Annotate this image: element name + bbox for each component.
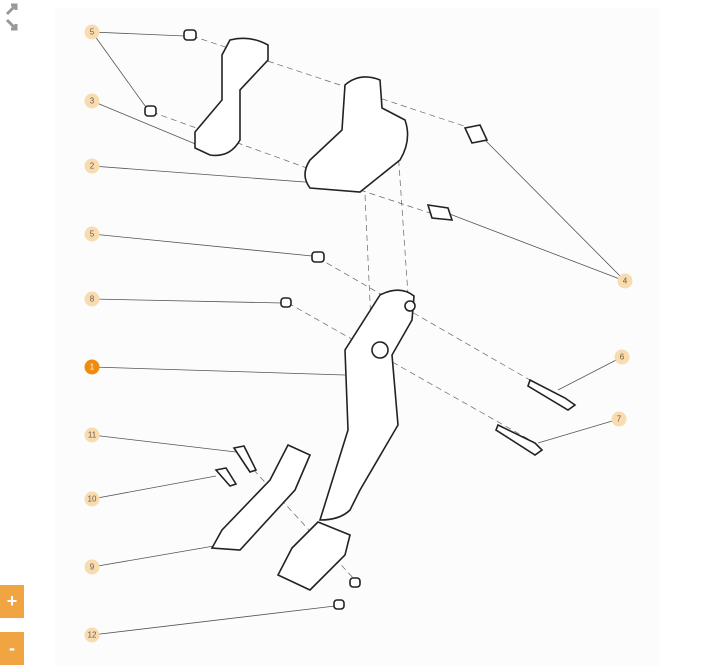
pedal-pad-9 [210,443,312,551]
nut-5c [311,251,325,263]
collapse-arrow-icon[interactable] [4,18,22,36]
bolt-7 [495,423,544,456]
nut-12 [333,599,345,610]
bracket-3 [194,37,269,157]
callout-11[interactable]: 11 [84,427,100,443]
pedal-arm-1 [318,289,415,521]
zoom-out-button[interactable]: - [0,632,24,665]
callout-5[interactable]: 5 [84,226,100,242]
bolt-6 [527,378,577,411]
callout-10[interactable]: 10 [84,491,100,507]
bracket-2 [304,76,409,193]
callout-4[interactable]: 4 [617,273,633,289]
nut-5b [144,105,157,117]
leader-lines [91,31,626,636]
nut-5a [183,29,197,41]
callout-12[interactable]: 12 [84,627,100,643]
zoom-in-button[interactable]: + [0,585,24,618]
callout-1-active[interactable]: 1 [84,359,100,375]
callout-2[interactable]: 2 [84,158,100,174]
screw-11 [232,445,258,473]
callout-5[interactable]: 5 [84,24,100,40]
bolt-4a [463,124,489,144]
parts [144,29,577,610]
bolt-4b [426,204,454,221]
callout-9[interactable]: 9 [84,559,100,575]
screw-10 [214,467,238,487]
callout-6[interactable]: 6 [614,349,630,365]
callout-8[interactable]: 8 [84,291,100,307]
nut-8 [280,297,292,308]
pedal-foot [276,521,351,591]
expand-arrow-icon[interactable] [4,2,22,20]
callout-3[interactable]: 3 [84,93,100,109]
callout-7[interactable]: 7 [611,411,627,427]
